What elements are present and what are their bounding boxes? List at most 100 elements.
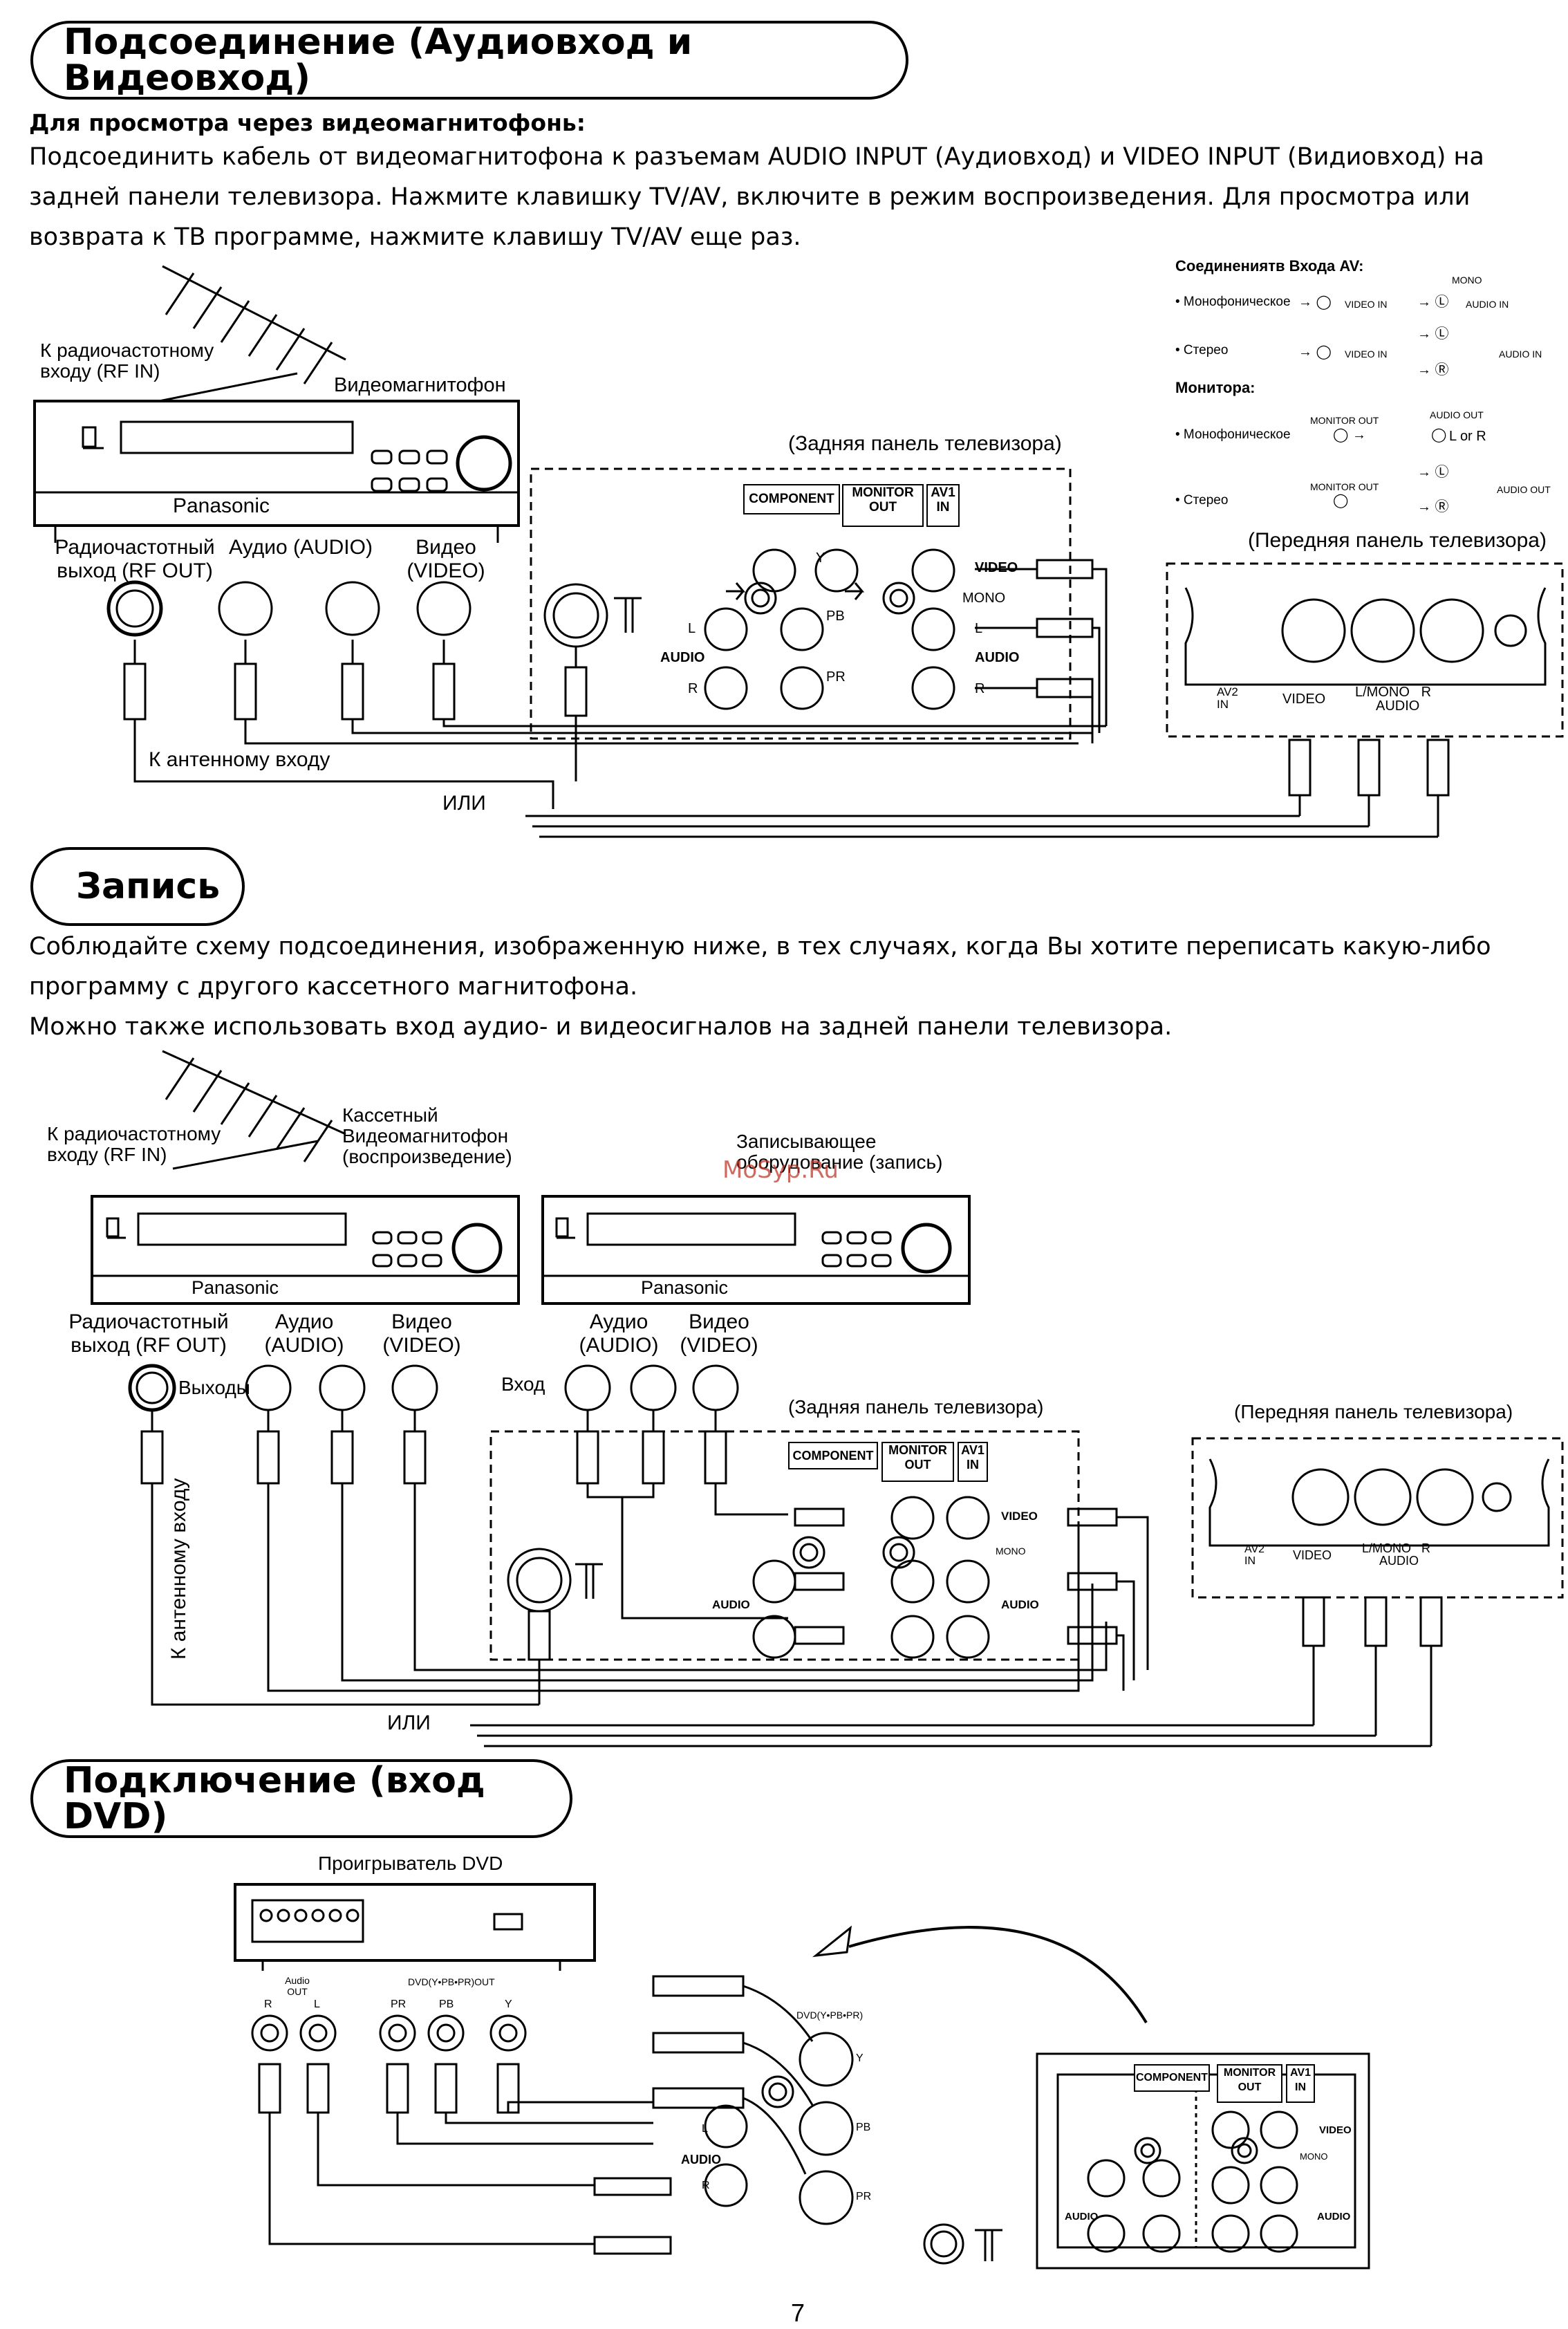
legend-video-in-2: VIDEO IN [1345,349,1388,360]
dvd-pb-label: PB [439,1998,454,2010]
section-title-recording: Запись [30,847,245,926]
tv-rear-label: (Задняя панель телевизора) [788,432,1062,455]
recorder-label: Записывающее оборудование (запись) [736,1131,943,1173]
legend-video-in: VIDEO IN [1345,299,1388,310]
legend-mono-arrow: → ◯ [1298,295,1332,310]
panel-l2-label: L [975,621,983,636]
legend-audio-out-2: AUDIO OUT [1497,484,1551,495]
antenna-icon [158,265,346,402]
legend-arrow-r2: → Ⓡ [1417,362,1449,378]
legend-title: Соединениятв Входа AV: [1175,257,1364,275]
component-box-2: COMPONENT [788,1442,878,1469]
dvd-panel-pb: PB [856,2122,871,2133]
tv-rear-label-2: (Задняя панель телевизора) [788,1396,1044,1418]
legend-arrow-l: → Ⓛ [1417,295,1449,310]
panel2-audio-right: AUDIO [1001,1598,1039,1611]
input-label: Вход [501,1373,545,1395]
panel2-audio-left: AUDIO [712,1598,750,1611]
legend-stereo-arrow: → ◯ [1298,344,1332,360]
vcr-brand-label: Panasonic [172,494,270,517]
dvd-in-label: DVD(Y•PB•PR) [796,2010,864,2021]
page-number: 7 [790,2299,805,2327]
component-box: COMPONENT [743,484,840,514]
legend-stereo-l: → Ⓛ [1417,465,1449,480]
legend-mono-top: MONO [1452,275,1482,286]
legend-arrow-l2: → Ⓛ [1417,326,1449,342]
legend-l-or-r: ◯ [1431,427,1447,443]
legend-stereo: • Стерео [1175,343,1229,358]
dvd-pr-label: PR [391,1998,407,2010]
tv-front-label-2: (Передняя панель телевизора) [1234,1401,1513,1422]
section-title-dvd: Подключение (вход DVD) [30,1759,572,1838]
legend-mono: • Монофоническое [1175,295,1291,309]
audio-label-2: Аудио (AUDIO) [264,1310,344,1357]
section1-subheading: Для просмотра через видеомагнитофонь: [29,109,586,136]
video-label: Видео (VIDEO) [407,536,485,582]
panel-l-label: L [688,621,696,636]
panel2-mono-label: MONO [996,1546,1026,1557]
dvd-panel-pr: PR [856,2191,872,2202]
legend-audio-in: AUDIO IN [1466,299,1509,310]
front-audio-label: AUDIO [1376,698,1420,714]
vcr-recorder-icon [541,1195,971,1305]
brand-label-2a: Panasonic [191,1277,279,1298]
dvd-l-side: L [702,2123,708,2135]
front2-video-label: VIDEO [1293,1548,1332,1562]
to-antenna-label-2: К антенному входу [167,1478,190,1660]
dvd-r-label: R [264,1998,272,2010]
legend-audio-in-2: AUDIO IN [1499,349,1542,360]
section2-body1: Соблюдайте схему подсоединения, изображе… [29,933,1491,1001]
legend-audio-out: AUDIO OUT [1430,409,1484,420]
vcr-device-icon [33,400,520,543]
antenna-icon [162,1050,346,1170]
monitor-out-box-2: MONITOR OUT [881,1442,954,1482]
dvd-y-label: Y [505,1998,512,2010]
rf-out-label: Радиочастотный выход (RF OUT) [55,536,215,582]
to-antenna-label: К антенному входу [149,748,330,771]
brand-label-2b: Panasonic [640,1277,729,1298]
section-title-connection: Подсоединение (Аудиовход и Видеовход) [30,21,908,100]
panel-audio-right-label: AUDIO [975,650,1020,665]
vcr-label: Видеомагнитофон [334,374,506,396]
player-label: Кассетный Видеомагнитофон (воспроизведен… [342,1104,512,1167]
panel3-audio-left: AUDIO [1065,2211,1099,2223]
panel-audio-left-label: AUDIO [660,650,705,665]
legend-stereo-r: → Ⓡ [1417,499,1449,514]
dvd-r-side: R [702,2180,710,2191]
panel-video-label: VIDEO [975,560,1018,575]
section1-body: Подсоединить кабель от видеомагнитофона … [29,143,1484,251]
tv-front-label: (Передняя панель телевизора) [1248,529,1547,552]
panel2-video-label: VIDEO [1001,1510,1038,1523]
front2-lmono-label: L/MONO R [1362,1541,1431,1555]
legend-monitor-title: Монитора: [1175,379,1256,396]
dvd-l-label: L [314,1998,320,2010]
panel-pr-label: PR [826,669,846,685]
legend-stereo-2: • Стерео [1175,493,1229,508]
legend-mono-monitor: ◯ → [1333,427,1366,443]
front2-audio-label: AUDIO [1379,1554,1419,1568]
video-label-2: Видео (VIDEO) [382,1310,461,1357]
panel3-audio-right: AUDIO [1317,2211,1351,2223]
legend-monitor-out: MONITOR OUT [1310,415,1379,426]
dvd-audio-label: AUDIO [681,2153,721,2166]
rf-in-label: К радиочастотному входу (RF IN) [40,340,214,382]
panel3-mono-label: MONO [1300,2151,1328,2162]
legend-stereo-monitor: ◯ [1333,493,1349,508]
legend-mono-2: • Монофоническое [1175,427,1291,442]
monitor-out-box: MONITOR OUT [842,484,924,527]
panel-pb-label: PB [826,609,845,624]
front2-av2-label: AV2 IN [1244,1543,1265,1567]
dvd-panel-y: Y [856,2052,864,2064]
rf-out-label-2: Радиочастотный выход (RF OUT) [68,1310,229,1357]
panel-r-label: R [688,681,698,696]
or-label-2: ИЛИ [387,1711,431,1734]
av1-in-box-3: AV1 IN [1286,2064,1315,2103]
or-label: ИЛИ [442,792,486,815]
front-lmono-label: L/MONO R [1355,685,1432,700]
watermark: MoSyp.Ru [722,1156,839,1184]
dvd-audio-out-label: Audio OUT [285,1975,310,1997]
legend-monitor-out-2: MONITOR OUT [1310,481,1379,492]
video-label-3: Видео (VIDEO) [680,1310,758,1357]
panel-r2-label: R [975,681,985,696]
